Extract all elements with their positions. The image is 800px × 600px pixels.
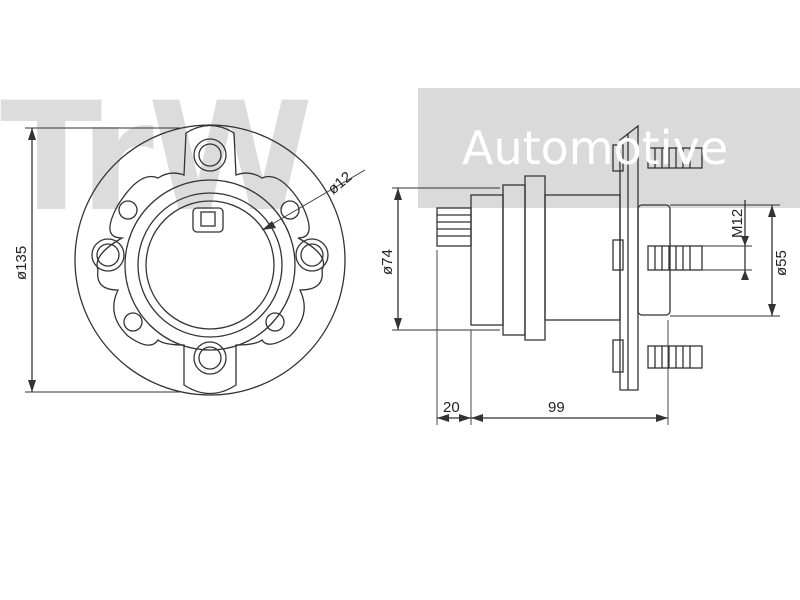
abs-sensor-connector [192, 207, 224, 233]
stud-bottom [612, 339, 703, 373]
pilot [637, 204, 671, 316]
stud-middle [612, 239, 703, 271]
bolt-hole-bottom-inner [198, 346, 222, 370]
bolt-hole-left [91, 238, 125, 272]
label-thread: M12 [729, 209, 746, 238]
bolt-hole-top-inner [198, 143, 222, 167]
bolt-hole-bottom [193, 341, 227, 375]
bolt-hole-left-inner [96, 243, 120, 267]
label-flange-diameter: ø135 [13, 246, 30, 280]
side-view [392, 124, 780, 425]
label-pilot-diameter: ø55 [773, 250, 790, 276]
bolt-hole-right [295, 238, 329, 272]
label-overall-length: 99 [548, 399, 565, 416]
hub-shoulder [524, 175, 546, 341]
watermark-brand-left: TrW [0, 88, 313, 228]
watermark-brand-right: Automotive [462, 121, 729, 175]
abs-sensor-pin [200, 211, 216, 227]
mount-hole-4 [265, 312, 285, 332]
hub-body [502, 184, 526, 336]
label-bolt-hole-diameter: ø12 [325, 168, 356, 198]
hub-ring-middle [137, 192, 283, 338]
hub-ring-inner [145, 200, 275, 330]
mount-hole-1 [118, 200, 138, 220]
bolt-hole-right-inner [300, 243, 324, 267]
bolt-hole-top [193, 138, 227, 172]
hub-neck [544, 194, 621, 321]
bearing-housing [470, 194, 504, 326]
label-hub-diameter: ø74 [379, 249, 396, 275]
front-view [25, 124, 366, 396]
flange-plate [619, 124, 639, 391]
hub-ring-outer [124, 179, 296, 351]
flange-star-outline [96, 124, 325, 395]
label-spigot-length: 20 [443, 399, 460, 416]
stud-top [612, 144, 703, 172]
mount-hole-2 [280, 200, 300, 220]
mount-hole-3 [123, 312, 143, 332]
spline-shaft [436, 207, 472, 247]
leader-bolt-hole [261, 169, 366, 231]
